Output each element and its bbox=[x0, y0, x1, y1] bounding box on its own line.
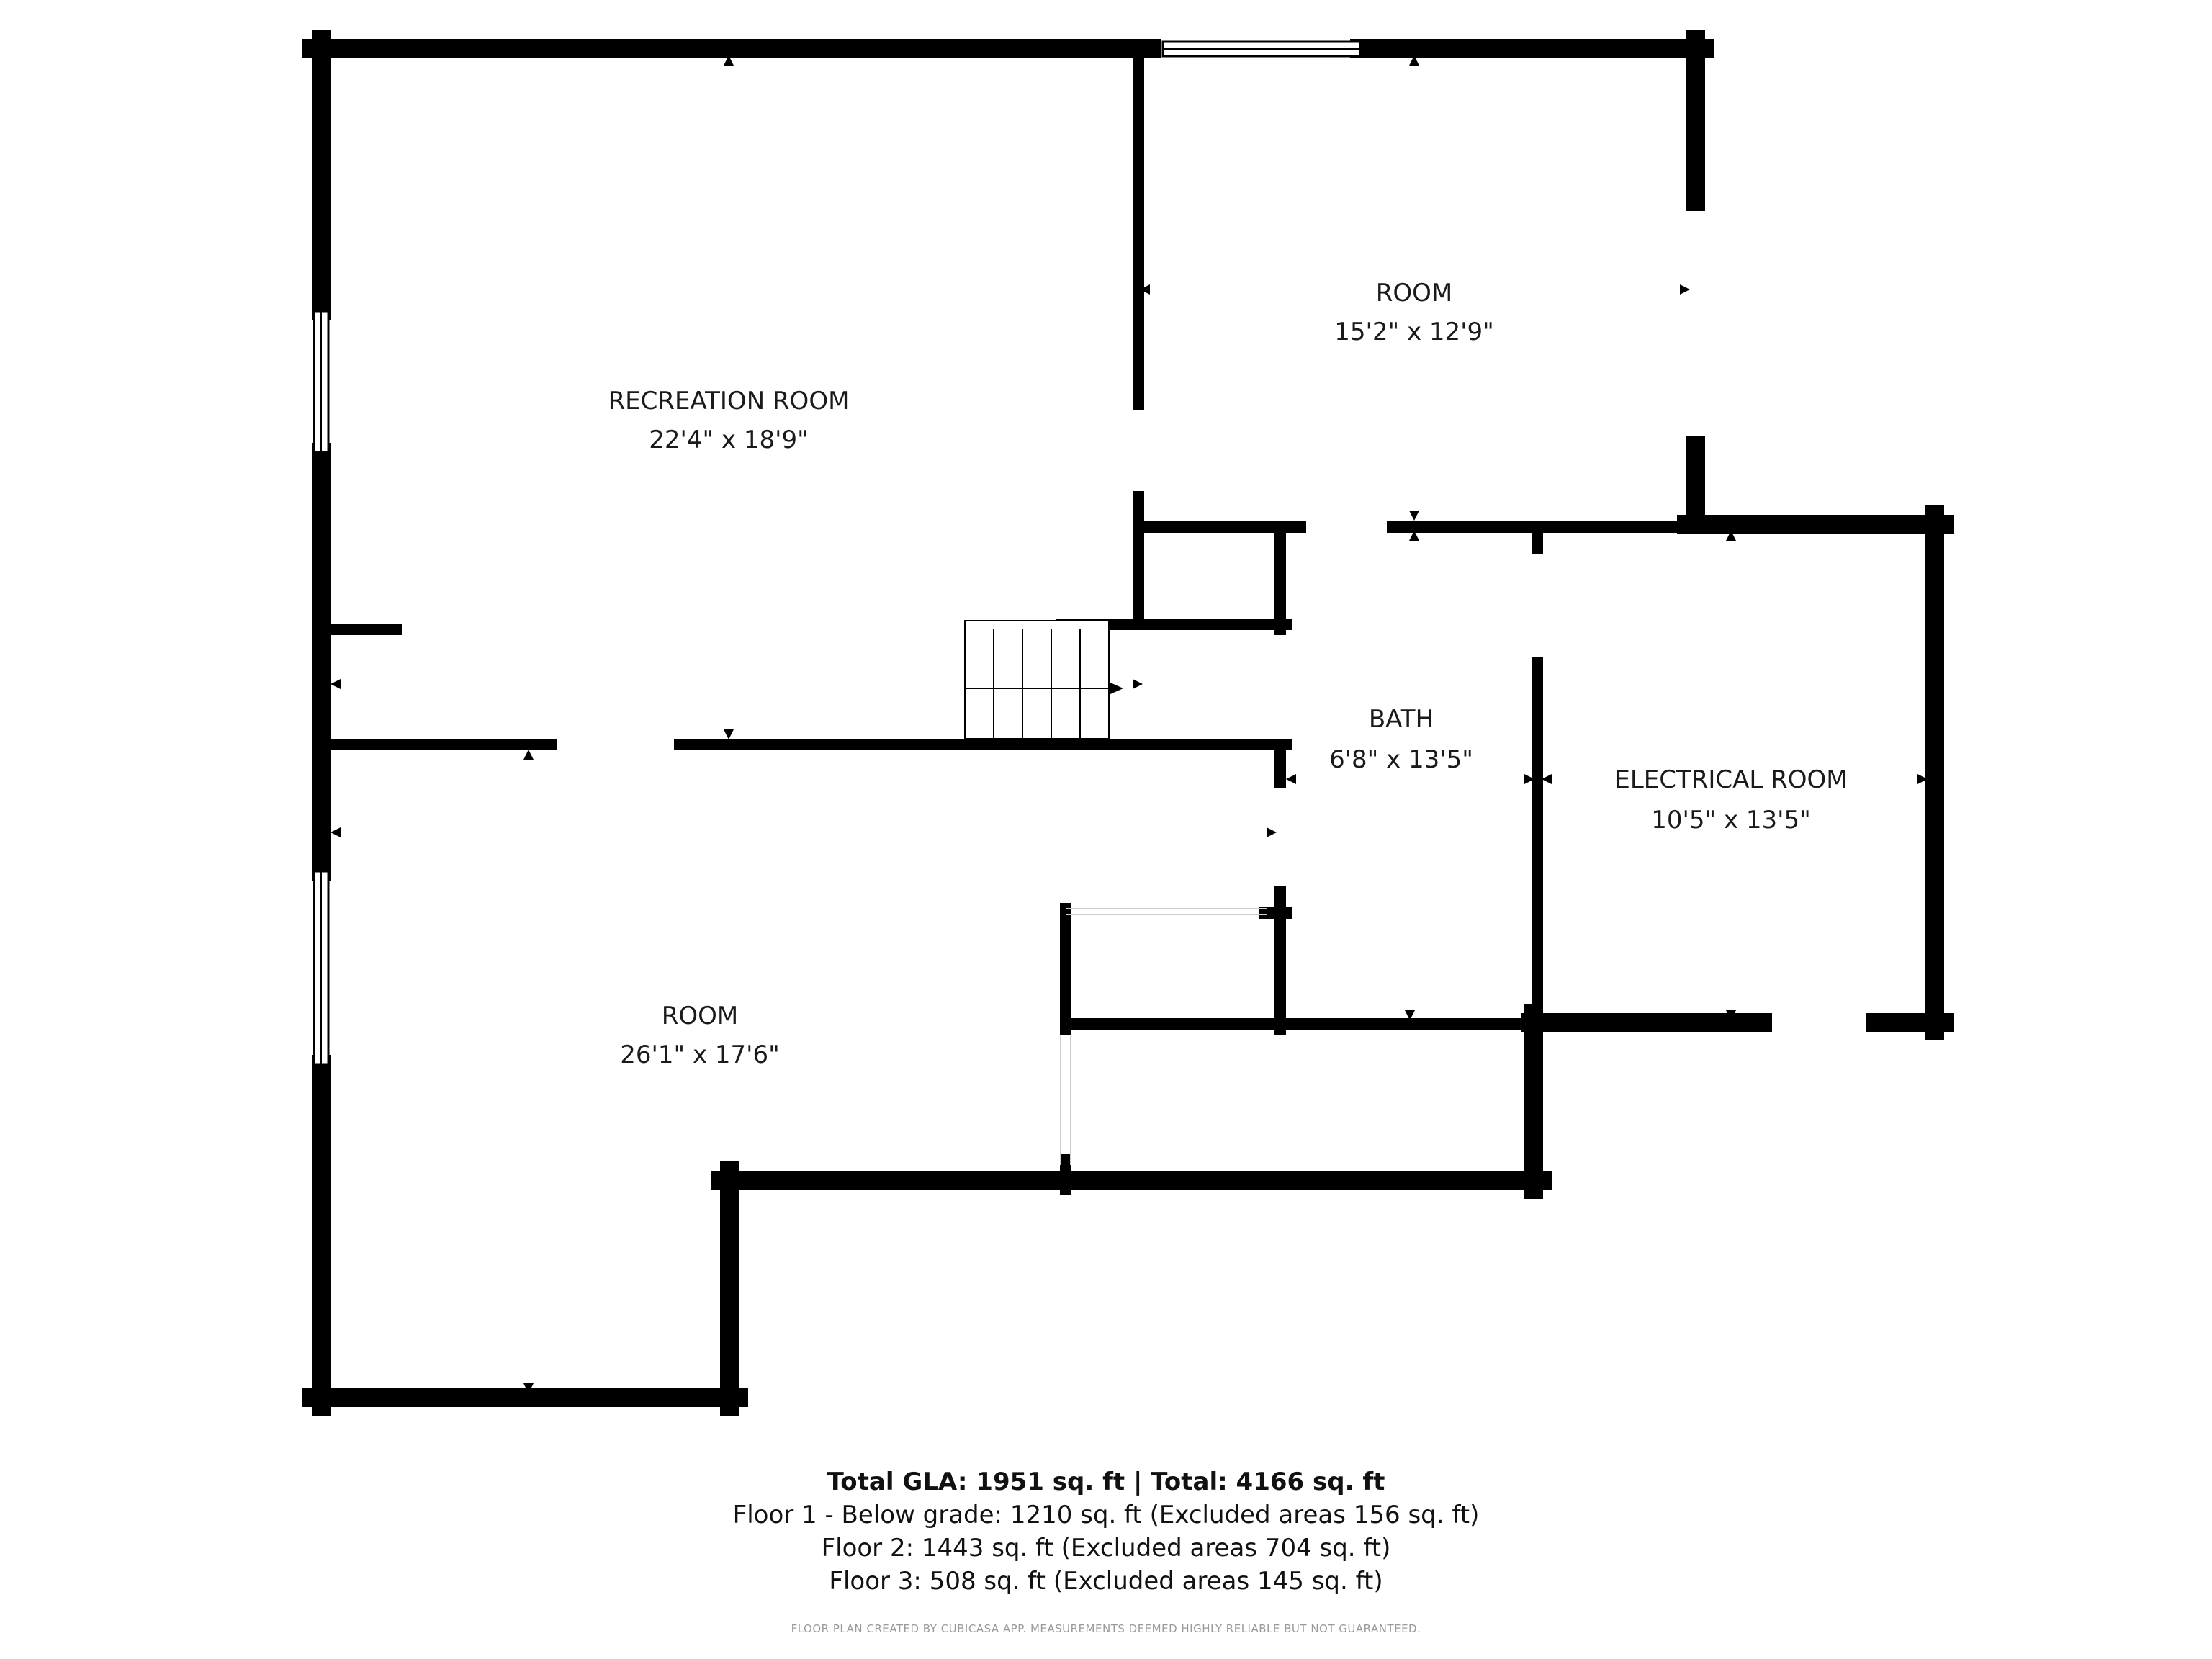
dimension-marker bbox=[1409, 531, 1419, 541]
dimension-marker bbox=[523, 1383, 534, 1393]
area-summary: Total GLA: 1951 sq. ft | Total: 4166 sq.… bbox=[0, 1465, 2212, 1598]
walls bbox=[302, 30, 1954, 1416]
room-upper-dimensions: 15'2" x 12'9" bbox=[1334, 318, 1494, 346]
dimension-marker bbox=[1726, 1010, 1736, 1020]
staircase bbox=[964, 620, 1123, 739]
dimension-marker bbox=[1680, 284, 1690, 295]
dimension-marker bbox=[1286, 774, 1296, 784]
dimension-marker bbox=[1405, 1010, 1415, 1020]
room-bath-dimensions: 6'8" x 13'5" bbox=[1329, 745, 1473, 774]
dimension-marker bbox=[724, 729, 734, 739]
dimension-marker bbox=[1133, 679, 1143, 689]
stair-arrow bbox=[1110, 683, 1123, 694]
dimension-marker bbox=[523, 750, 534, 760]
floor-2-area-line: Floor 2: 1443 sq. ft (Excluded areas 704… bbox=[821, 1534, 1391, 1563]
room-electrical-dimensions: 10'5" x 13'5" bbox=[1651, 806, 1811, 835]
dimension-marker bbox=[1267, 827, 1277, 837]
dimension-marker bbox=[1542, 774, 1552, 784]
room-upper: ROOM 15'2" x 12'9" bbox=[1334, 279, 1494, 346]
stair-outline bbox=[964, 620, 1110, 739]
dimension-marker bbox=[724, 55, 734, 66]
floor-1-area-line: Floor 1 - Below grade: 1210 sq. ft (Excl… bbox=[732, 1501, 1480, 1529]
room-lower: ROOM 26'1" x 17'6" bbox=[620, 1002, 780, 1069]
room-recreation: RECREATION ROOM 22'4" x 18'9" bbox=[608, 387, 850, 454]
room-bath: BATH 6'8" x 13'5" bbox=[1329, 705, 1473, 774]
room-electrical-name: ELECTRICAL ROOM bbox=[1614, 765, 1847, 794]
room-recreation-name: RECREATION ROOM bbox=[608, 387, 850, 415]
room-upper-name: ROOM bbox=[1376, 279, 1452, 307]
dimension-marker bbox=[1726, 531, 1736, 541]
room-lower-dimensions: 26'1" x 17'6" bbox=[620, 1040, 780, 1069]
room-lower-name: ROOM bbox=[662, 1002, 738, 1030]
dimension-marker bbox=[1409, 55, 1419, 66]
total-area-line: Total GLA: 1951 sq. ft | Total: 4166 sq.… bbox=[827, 1467, 1385, 1496]
dimension-marker bbox=[1917, 774, 1928, 784]
room-recreation-dimensions: 22'4" x 18'9" bbox=[649, 426, 809, 454]
room-electrical: ELECTRICAL ROOM 10'5" x 13'5" bbox=[1614, 765, 1847, 835]
room-bath-name: BATH bbox=[1369, 705, 1434, 734]
dimension-marker bbox=[331, 679, 341, 689]
dimension-marker bbox=[1409, 511, 1419, 521]
dimension-markers bbox=[331, 55, 1928, 1393]
dimension-marker bbox=[331, 827, 341, 837]
credit-note: FLOOR PLAN CREATED BY CUBICASA APP. MEAS… bbox=[791, 1622, 1421, 1635]
openings bbox=[313, 40, 1362, 1165]
dimension-marker bbox=[1140, 284, 1150, 295]
dimension-marker bbox=[1524, 774, 1534, 784]
floor-3-area-line: Floor 3: 508 sq. ft (Excluded areas 145 … bbox=[829, 1567, 1383, 1596]
